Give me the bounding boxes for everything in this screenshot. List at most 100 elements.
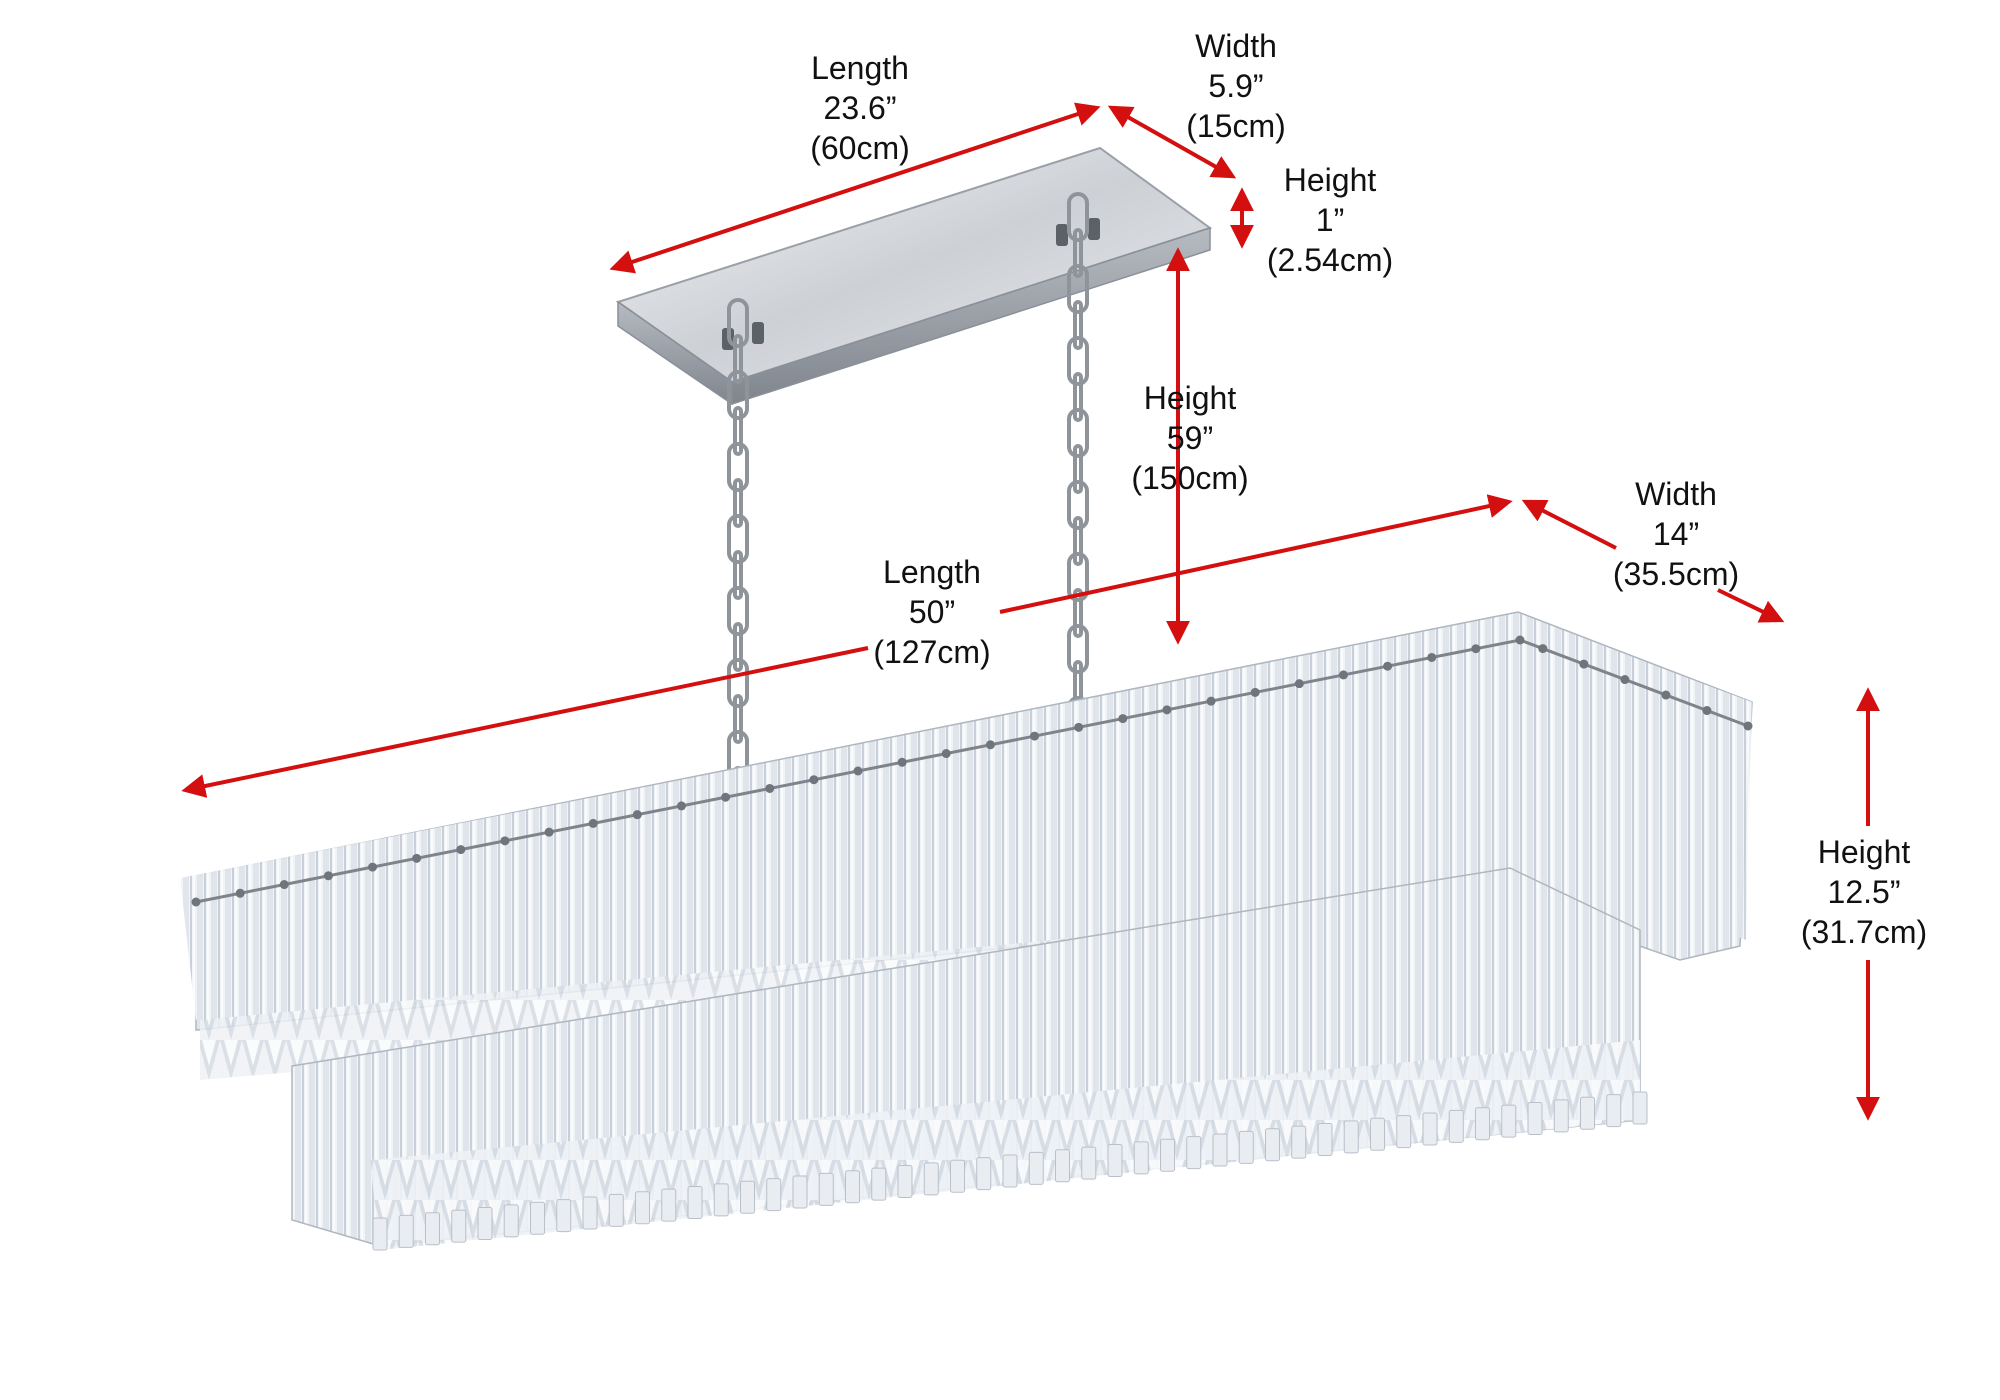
chain-link (1067, 408, 1089, 458)
rail-stud (1620, 675, 1630, 685)
chain-link (727, 586, 749, 636)
dimension-imperial: 1” (1315, 202, 1345, 238)
crystal-drop (687, 1186, 703, 1219)
crystal-drop (1212, 1133, 1228, 1167)
rail-stud (1538, 644, 1548, 654)
dimension-imperial: 59” (1166, 420, 1214, 456)
rail-stud (323, 871, 333, 881)
chain-link (733, 622, 743, 672)
chain-link (1073, 372, 1083, 422)
rail-stud (1427, 652, 1437, 662)
rail-stud (456, 845, 466, 855)
crystal-drop (792, 1175, 808, 1209)
crystal-drop (608, 1193, 624, 1227)
crystal-drop (1107, 1144, 1123, 1177)
rail-stud (676, 801, 686, 811)
dimension-imperial: 23.6” (823, 90, 897, 126)
chain-link (1073, 444, 1083, 494)
rail-stud (1030, 731, 1040, 741)
rail-stud (1515, 635, 1525, 645)
chain-link (733, 334, 743, 384)
crystal-drop (1501, 1104, 1517, 1138)
chain-link (1073, 300, 1083, 350)
dimension-name: Height (1817, 834, 1911, 870)
dimension-name: Width (1195, 28, 1277, 64)
dimension-name: Length (883, 554, 981, 590)
chain-link (1073, 516, 1083, 566)
crystal-drop (845, 1170, 860, 1204)
dimension-metric: (150cm) (1131, 460, 1249, 496)
arrow-body-length-left (181, 646, 869, 798)
crystal-drop (818, 1172, 834, 1206)
chain-link (727, 658, 749, 708)
crystal-drop (1291, 1125, 1307, 1159)
rail-stud (279, 880, 289, 890)
rail-stud (1743, 721, 1753, 731)
upper-tier-end-face (1520, 616, 1752, 940)
rail-stud (721, 792, 731, 802)
crystal-drop (1160, 1138, 1175, 1172)
dimension-imperial: 12.5” (1827, 874, 1901, 910)
dimension-name: Width (1635, 476, 1717, 512)
rail-stud (544, 827, 554, 837)
crystal-drop (740, 1180, 755, 1214)
crystal-drop (1448, 1109, 1464, 1143)
rail-stud (1118, 714, 1128, 724)
rail-stud (809, 775, 819, 785)
crystal-drop (372, 1217, 388, 1251)
crystal-drop (661, 1188, 677, 1222)
upper-tier-front-face (180, 616, 1520, 1020)
rail-stud (1471, 644, 1481, 654)
crystal-drop (398, 1214, 414, 1248)
chain-link (727, 442, 749, 492)
dimension-name: Height (1143, 380, 1237, 416)
ceiling-canopy-plate (615, 146, 1213, 406)
crystal-drop (530, 1201, 545, 1235)
label-canopy-length: Length 23.6” (60cm) (810, 48, 910, 168)
rail-stud (1383, 661, 1393, 671)
chain-link (1067, 624, 1089, 674)
rail-stud (1250, 687, 1260, 697)
crystal-drop (976, 1157, 992, 1191)
dimension-metric: (31.7cm) (1800, 914, 1928, 950)
crystal-drop (1265, 1128, 1280, 1162)
chain-link (727, 514, 749, 564)
rail-stud (1206, 696, 1216, 706)
crystal-drop (1186, 1136, 1202, 1170)
crystal-drop (1396, 1115, 1412, 1149)
chain-link (1067, 552, 1089, 602)
label-canopy-height: Height 1” (2.54cm) (1267, 160, 1393, 280)
rail-stud (1294, 679, 1304, 689)
crystal-drop (766, 1178, 782, 1212)
crystal-drop (635, 1191, 650, 1225)
crystal-drop (1133, 1141, 1149, 1175)
crystal-drop (950, 1159, 965, 1193)
rail-stud (853, 766, 863, 776)
rail-stud (1338, 670, 1348, 680)
rail-stud (1661, 690, 1671, 700)
rail-stud (941, 749, 951, 759)
label-body-height: Height 12.5” (31.7cm) (1801, 832, 1927, 952)
crystal-drop (425, 1212, 440, 1246)
rail-stud (1579, 659, 1589, 669)
chain-link (733, 550, 743, 600)
crystal-drop (1580, 1096, 1595, 1130)
crystal-drop (1002, 1154, 1018, 1188)
label-canopy-width: Width 5.9” (15cm) (1186, 26, 1286, 146)
dimension-metric: (15cm) (1186, 108, 1286, 144)
crystal-drop (1475, 1107, 1490, 1141)
rail-stud (500, 836, 510, 846)
rail-stud (985, 740, 995, 750)
dimension-imperial: 5.9” (1208, 68, 1264, 104)
arrow-body-width-top (1521, 499, 1617, 550)
crystal-drop (1422, 1112, 1438, 1146)
dimension-arrows (181, 102, 1880, 1121)
chain-link (733, 406, 743, 456)
crystal-drop (1553, 1099, 1569, 1133)
dimension-name: Height (1283, 162, 1377, 198)
upper-tier-studs (191, 635, 1753, 907)
rail-stud (412, 853, 422, 863)
rail-stud (235, 888, 245, 898)
chain-link (1073, 588, 1083, 638)
